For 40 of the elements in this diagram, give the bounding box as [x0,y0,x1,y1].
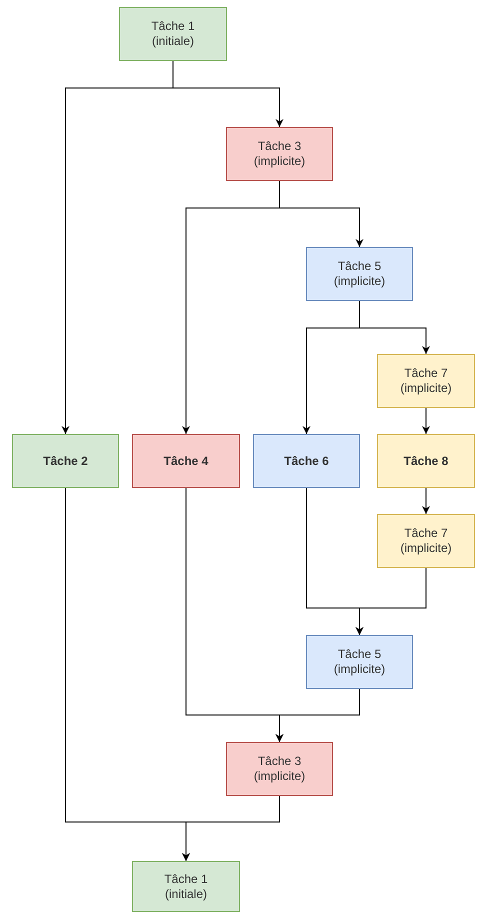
task-note: (implicite) [254,154,306,169]
task-box [226,127,333,181]
task-box [306,635,413,689]
task-title: Tâche 5 [338,259,382,274]
task-box [306,247,413,301]
task-box [119,7,227,61]
connector-arrow [182,796,280,862]
task-note: (implicite) [400,541,452,556]
connector-arrow [422,488,430,514]
task-box [377,514,475,568]
task-title: Tâche 5 [338,647,382,662]
task-title: Tâche 6 [284,454,329,468]
task-note: (implicite) [334,662,386,677]
task-box [253,434,360,488]
connector-arrow [276,688,360,742]
connector-arrow [422,408,430,434]
connector-arrow [172,60,284,128]
task-title: Tâche 7 [404,526,448,541]
task-title: Tâche 1 [164,872,208,886]
task-title: Tâche 3 [258,139,302,154]
task-title: Tâche 1 [151,19,195,34]
task-box [377,354,475,408]
task-box [377,434,475,488]
task-title: Tâche 4 [164,454,208,468]
task-box [226,742,333,796]
task-title: Tâche 3 [258,754,302,769]
connector-arrow [359,300,430,354]
task-box [12,434,119,488]
task-title: Tâche 8 [404,454,448,468]
connector-arrow [356,568,426,636]
task-box [132,434,240,488]
task-note: (initiale) [164,886,207,902]
task-box [132,861,240,912]
task-note: (implicite) [334,274,386,289]
task-note: (initiale) [152,34,194,49]
connector-arrow [279,180,364,248]
task-title: Tâche 7 [404,366,448,381]
task-note: (implicite) [254,769,306,784]
task-note: (implicite) [400,381,452,396]
task-title: Tâche 2 [43,454,88,468]
